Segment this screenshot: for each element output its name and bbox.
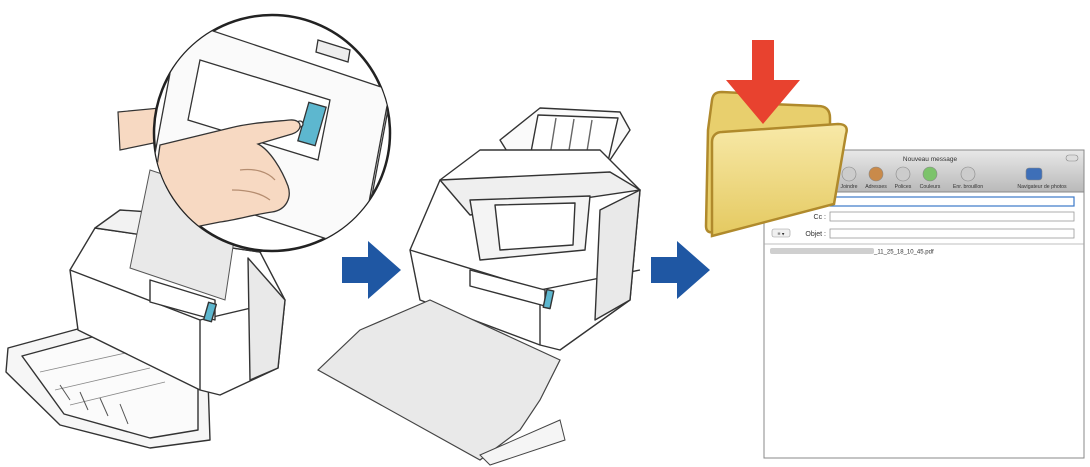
subject-field[interactable] xyxy=(829,228,1075,239)
toolbar-button-save-draft[interactable]: Enr. brouillon xyxy=(953,166,983,190)
account-menu-icon: ≡ ▾ xyxy=(778,232,785,238)
toolbar-label-colors: Couleurs xyxy=(920,184,941,190)
toolbar-button-colors[interactable]: Couleurs xyxy=(920,166,941,190)
download-arrow-icon xyxy=(726,40,800,124)
flow-arrow-1-icon xyxy=(342,241,401,299)
cc-field[interactable] xyxy=(829,211,1075,222)
toolbar-label-addresses: Adresses xyxy=(865,184,887,190)
mail-window-title: Nouveau message xyxy=(903,156,958,163)
toolbar-button-attach[interactable]: Joindre xyxy=(840,166,858,190)
toolbar-label-attach: Joindre xyxy=(840,184,857,190)
toolbar-button-fonts[interactable]: Polices xyxy=(895,166,912,190)
paper-sheet-2 xyxy=(316,299,561,461)
window-collapse-button[interactable] xyxy=(1065,154,1079,162)
blurred-attachment-prefix xyxy=(770,248,874,254)
to-field[interactable] xyxy=(829,196,1075,207)
zoom-magnifier xyxy=(152,13,392,253)
account-menu-button[interactable] xyxy=(771,228,791,238)
scanner-2-icon xyxy=(409,107,641,351)
folder-icon xyxy=(704,90,848,238)
subject-label: Objet : xyxy=(805,231,826,238)
pointing-hand-icon xyxy=(154,119,301,231)
attachment-filename[interactable]: _11_25_18_10_45.pdf xyxy=(873,250,934,256)
flow-arrow-2-icon xyxy=(651,241,710,299)
toolbar-label-fonts: Polices xyxy=(895,184,912,190)
toolbar-button-addresses[interactable]: Adresses xyxy=(865,166,887,190)
toolbar-label-photo-browser: Navigateur de photos xyxy=(1017,184,1067,190)
cc-label: Cc : xyxy=(814,214,827,221)
toolbar-button-photo-browser[interactable]: Navigateur de photos xyxy=(1017,167,1067,190)
toolbar-label-save-draft: Enr. brouillon xyxy=(953,184,983,190)
